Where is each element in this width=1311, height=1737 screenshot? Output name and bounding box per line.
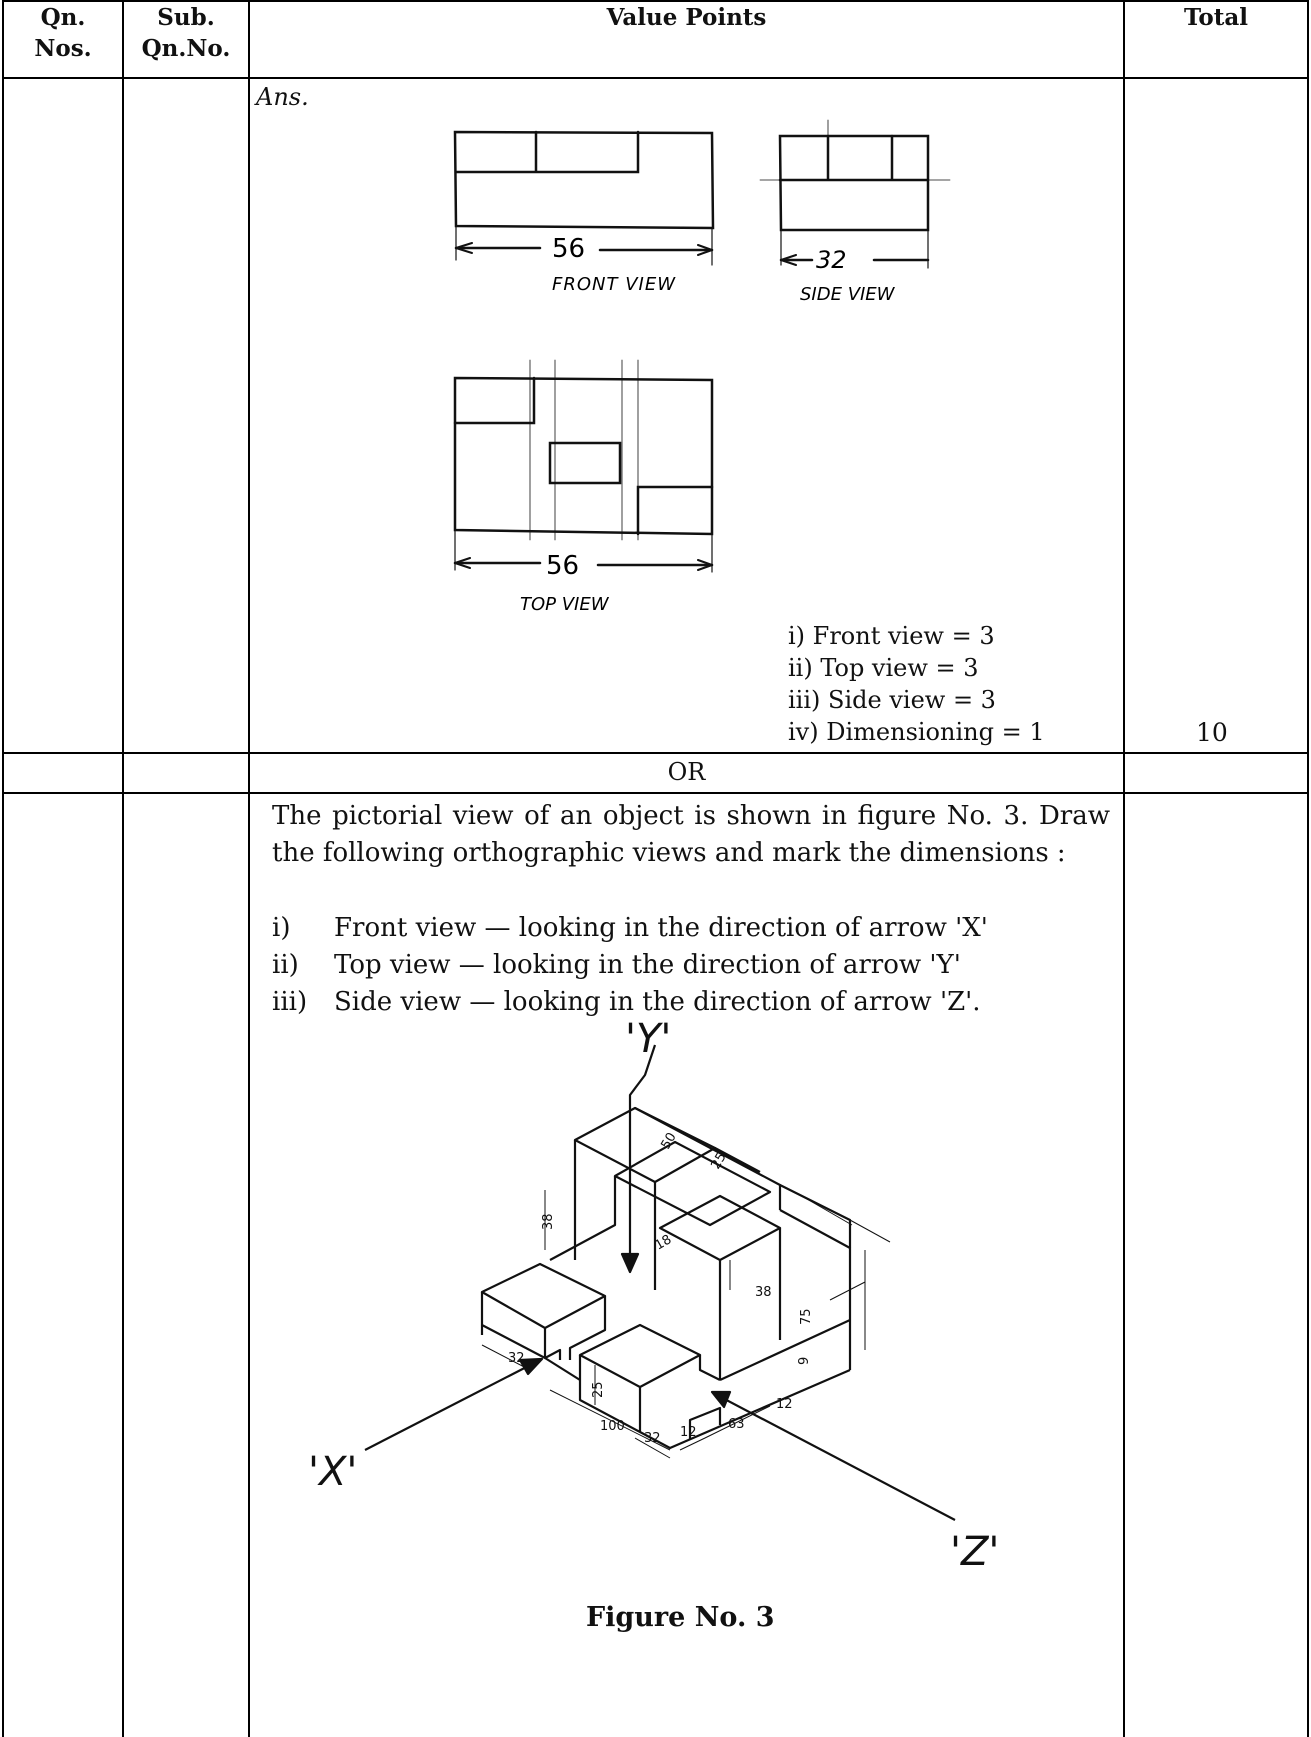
object-left-block bbox=[480, 1262, 607, 1330]
dim-100: 100 bbox=[600, 1419, 625, 1434]
object-recess bbox=[613, 1140, 772, 1227]
row-divider-1 bbox=[2, 752, 1309, 754]
top-dim-line bbox=[453, 561, 714, 567]
question-item-text: Front view — looking in the direction of… bbox=[334, 913, 988, 943]
dim-9: 9 bbox=[797, 1357, 812, 1365]
dim-38-right: 38 bbox=[755, 1285, 772, 1300]
dim-32-bottom: 32 bbox=[644, 1431, 661, 1446]
arrow-x bbox=[364, 1359, 541, 1451]
dim-12-b: 12 bbox=[776, 1397, 793, 1412]
object-base bbox=[480, 1319, 851, 1450]
table-col-divider-3 bbox=[1123, 0, 1125, 1737]
arrow-y bbox=[628, 1044, 657, 1270]
question-item: i) Front view — looking in the direction… bbox=[272, 910, 988, 947]
mark-top-view: ii) Top view = 3 bbox=[788, 654, 979, 682]
mark-front-view: i) Front view = 3 bbox=[788, 622, 995, 650]
top-view-inner-right bbox=[636, 485, 714, 536]
side-view-inner bbox=[778, 134, 930, 182]
question-item-text: Top view — looking in the direction of a… bbox=[334, 950, 961, 980]
figure-caption: Figure No. 3 bbox=[586, 1602, 775, 1633]
header-sub-line1: Sub. bbox=[157, 4, 215, 31]
dim-75: 75 bbox=[799, 1308, 814, 1325]
table-col-divider-1 bbox=[122, 0, 124, 1737]
answer-label: Ans. bbox=[256, 83, 309, 111]
dim-63: 63 bbox=[728, 1417, 745, 1432]
top-view-inner-left bbox=[453, 376, 536, 425]
arrow-x-label: 'X' bbox=[308, 1449, 357, 1495]
table-border-right bbox=[1307, 0, 1309, 1737]
arrow-z bbox=[714, 1393, 956, 1521]
dim-38-left: 38 bbox=[541, 1213, 556, 1230]
side-view-outline bbox=[778, 134, 930, 232]
dim-25-mid: 25 bbox=[591, 1381, 606, 1398]
header-sub-qn: Sub. Qn.No. bbox=[124, 2, 248, 64]
dim-32-left: 32 bbox=[508, 1351, 525, 1366]
isometric-figure: 50 25 38 18 38 75 9 32 100 25 32 12 63 1… bbox=[308, 1020, 999, 1575]
marks-list: i) Front view = 3 ii) Top view = 3 iii) … bbox=[788, 620, 1045, 748]
side-view-label: SIDE VIEW bbox=[800, 284, 896, 305]
header-qn-line2: Nos. bbox=[34, 35, 92, 62]
question-items: i) Front view — looking in the direction… bbox=[272, 910, 988, 1021]
header-sub-line2: Qn.No. bbox=[141, 35, 231, 62]
header-qn-nos: Qn. Nos. bbox=[4, 2, 122, 64]
header-total: Total bbox=[1183, 4, 1249, 31]
front-dim-value: 56 bbox=[552, 234, 585, 264]
header-value-points: Value Points bbox=[606, 4, 767, 31]
question-item-num: iii) bbox=[272, 987, 308, 1017]
arrow-y-label: 'Y' bbox=[625, 1020, 671, 1062]
question-item: iii) Side view — looking in the directio… bbox=[272, 984, 988, 1021]
arrow-z-label: 'Z' bbox=[950, 1529, 999, 1575]
dimension-lines bbox=[481, 1190, 891, 1459]
top-view-outline bbox=[453, 376, 714, 536]
question-item-num: i) bbox=[272, 913, 291, 943]
or-separator: OR bbox=[667, 758, 706, 786]
dim-18: 18 bbox=[653, 1232, 675, 1253]
front-view-label: FRONT VIEW bbox=[552, 274, 676, 295]
total-marks: 10 bbox=[1196, 718, 1228, 747]
top-dim-value: 56 bbox=[546, 551, 579, 581]
dim-25-top: 25 bbox=[708, 1150, 729, 1172]
front-view-outline bbox=[453, 130, 715, 230]
top-view-label: TOP VIEW bbox=[520, 594, 610, 615]
question-item-text: Side view — looking in the direction of … bbox=[334, 987, 981, 1017]
mark-side-view: iii) Side view = 3 bbox=[788, 686, 996, 714]
dim-12-a: 12 bbox=[680, 1425, 697, 1440]
table-border-left bbox=[2, 0, 4, 1737]
table-col-divider-2 bbox=[248, 0, 250, 1737]
row-divider-2 bbox=[2, 792, 1309, 794]
dim-50: 50 bbox=[658, 1130, 679, 1152]
table-border-top bbox=[2, 0, 1309, 2]
front-view-inner bbox=[454, 130, 640, 174]
front-dim-line bbox=[454, 246, 714, 252]
orthographic-sketch: 56 FRONT VIEW 32 SIDE VIEW 56 TOP VIEW bbox=[453, 119, 951, 615]
header-qn-line1: Qn. bbox=[40, 4, 86, 31]
object-right-upright bbox=[658, 1194, 782, 1262]
header-divider bbox=[2, 77, 1309, 79]
mark-dimensioning: iv) Dimensioning = 1 bbox=[788, 718, 1045, 746]
top-view-center-box bbox=[548, 441, 622, 485]
object-back-upright bbox=[573, 1106, 717, 1184]
question-item-num: ii) bbox=[272, 950, 299, 980]
side-dim-value: 32 bbox=[816, 246, 847, 274]
question-item: ii) Top view — looking in the direction … bbox=[272, 947, 988, 984]
question-paragraph: The pictorial view of an object is shown… bbox=[272, 801, 1110, 868]
